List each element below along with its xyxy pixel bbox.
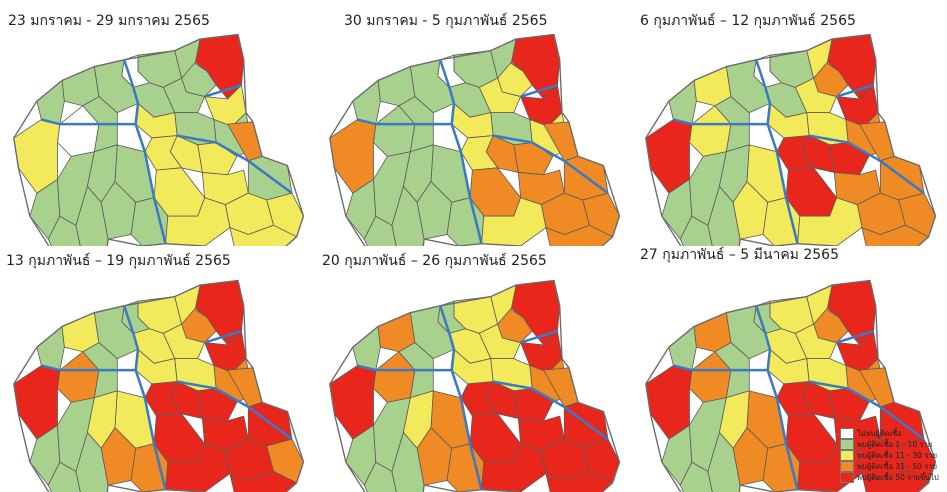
district-polygon <box>645 365 693 440</box>
district-polygon <box>36 325 65 371</box>
legend-swatch <box>840 450 854 461</box>
legend-swatch <box>840 461 854 472</box>
province-border <box>329 33 621 246</box>
district-polygon <box>13 119 61 194</box>
district-polygon <box>352 79 381 125</box>
province-map <box>645 279 937 492</box>
legend-swatch <box>840 428 854 439</box>
map-panel-3: 6 กุมภาพันธ์ – 12 กุมภาพันธ์ 2565 <box>632 0 947 246</box>
map-panel-1: 23 มกราคม - 29 มกราคม 2565 <box>0 0 315 246</box>
district-polygon <box>668 79 697 125</box>
zone-boundary-line <box>673 59 925 245</box>
province-border <box>645 279 937 492</box>
zone-boundary-line <box>357 59 609 245</box>
legend-swatch <box>840 439 854 450</box>
map-panel-title: 27 กุมภาพันธ์ – 5 มีนาคม 2565 <box>640 247 839 263</box>
province-map <box>13 279 305 492</box>
district-polygon <box>668 325 697 371</box>
map-panel-2: 30 มกราคม - 5 กุมภาพันธ์ 2565 <box>316 0 631 246</box>
map-panel-title: 13 กุมภาพันธ์ – 19 กุมภาพันธ์ 2565 <box>6 253 231 269</box>
map-legend: ไม่พบผู้ติดเชื้อ พบผู้ติดเชื้อ 1 - 10 รา… <box>840 428 947 483</box>
province-map <box>13 33 305 246</box>
legend-item-50-plus: พบผู้ติดเชื้อ 50 รายขึ้นไป <box>840 472 947 483</box>
district-polygon <box>329 119 377 194</box>
province-border <box>13 279 305 492</box>
map-panel-title: 6 กุมภาพันธ์ – 12 กุมภาพันธ์ 2565 <box>640 13 856 29</box>
zone-boundary-line <box>41 59 293 245</box>
map-panel-6: 27 กุมภาพันธ์ – 5 มีนาคม 2565 <box>632 246 947 492</box>
legend-item-31-50: พบผู้ติดเชื้อ 31 - 50 ราย <box>840 461 947 472</box>
map-panel-title: 23 มกราคม - 29 มกราคม 2565 <box>8 13 210 29</box>
province-border <box>13 33 305 246</box>
district-polygon <box>645 119 693 194</box>
legend-item-1-10: พบผู้ติดเชื้อ 1 - 10 ราย <box>840 439 947 450</box>
district-polygon <box>13 365 61 440</box>
district-polygon <box>36 79 65 125</box>
map-panel-title: 20 กุมภาพันธ์ – 26 กุมภาพันธ์ 2565 <box>322 253 547 269</box>
province-border <box>329 279 621 492</box>
province-border <box>645 33 937 246</box>
map-panel-4: 13 กุมภาพันธ์ – 19 กุมภาพันธ์ 2565 <box>0 246 315 492</box>
zone-boundary-line <box>357 305 609 491</box>
legend-item-none: ไม่พบผู้ติดเชื้อ <box>840 428 947 439</box>
map-panel-5: 20 กุมภาพันธ์ – 26 กุมภาพันธ์ 2565 <box>316 246 631 492</box>
legend-swatch <box>840 472 854 483</box>
district-polygon <box>352 325 381 371</box>
zone-boundary-line <box>673 305 925 491</box>
map-panel-title: 30 มกราคม - 5 กุมภาพันธ์ 2565 <box>344 13 548 29</box>
province-map <box>645 33 937 246</box>
province-map <box>329 33 621 246</box>
zone-boundary-line <box>41 305 293 491</box>
district-polygon <box>329 365 377 440</box>
province-map <box>329 279 621 492</box>
legend-item-11-30: พบผู้ติดเชื้อ 11 - 30 ราย <box>840 450 947 461</box>
